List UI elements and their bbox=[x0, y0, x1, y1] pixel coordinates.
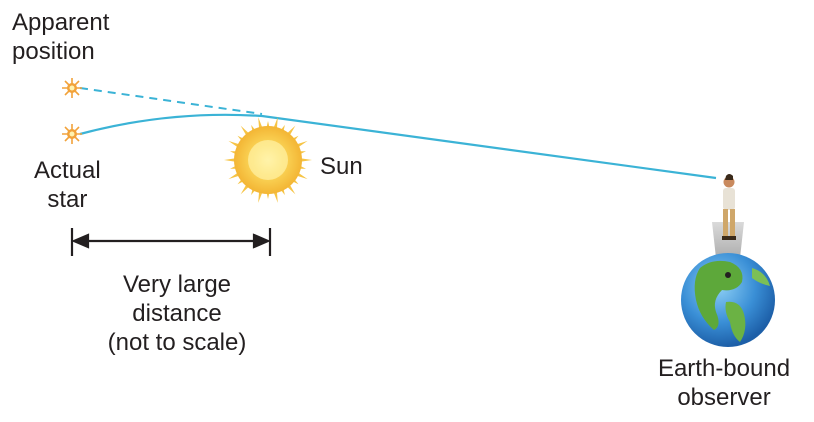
actual-star-icon bbox=[62, 124, 82, 144]
actual-star-label: Actual star bbox=[34, 157, 101, 213]
distance-bracket bbox=[70, 228, 272, 256]
earth-globe-icon bbox=[681, 253, 775, 347]
sun-icon bbox=[224, 117, 312, 203]
distance-label: Very large distance (not to scale) bbox=[107, 271, 247, 356]
sun-label: Sun bbox=[320, 153, 363, 180]
light-path bbox=[79, 113, 717, 180]
observer-person-icon bbox=[722, 174, 736, 240]
apparent-light-line bbox=[79, 87, 263, 115]
apparent-star-icon bbox=[62, 78, 82, 98]
observer-label: Earth-bound observer bbox=[657, 355, 791, 411]
apparent-position-label: Apparent position bbox=[12, 9, 110, 65]
